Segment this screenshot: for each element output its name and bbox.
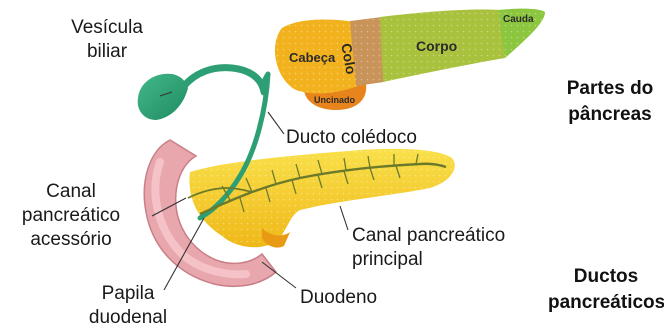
label-duodenum: Duodeno (300, 286, 377, 310)
part-label-head: Cabeça (289, 50, 335, 65)
section-pancreas-parts: Partes do pâncreas (556, 76, 664, 128)
gallbladder-shape (138, 74, 188, 120)
label-accessory-duct: Canal pancreático acessório (2, 180, 140, 252)
label-papilla: Papila duodenal (66, 282, 190, 330)
part-label-body: Corpo (416, 38, 457, 54)
part-label-tail: Cauda (503, 14, 534, 25)
cystic-duct (184, 68, 264, 92)
label-gallbladder: Vesícula biliar (66, 16, 148, 64)
label-main-duct: Canal pancreático principal (352, 224, 505, 272)
section-pancreatic-ducts: Ductos pancreáticos (548, 264, 664, 316)
part-label-uncinate: Uncinado (314, 95, 355, 105)
label-common-bile-duct: Ducto colédoco (286, 126, 417, 150)
